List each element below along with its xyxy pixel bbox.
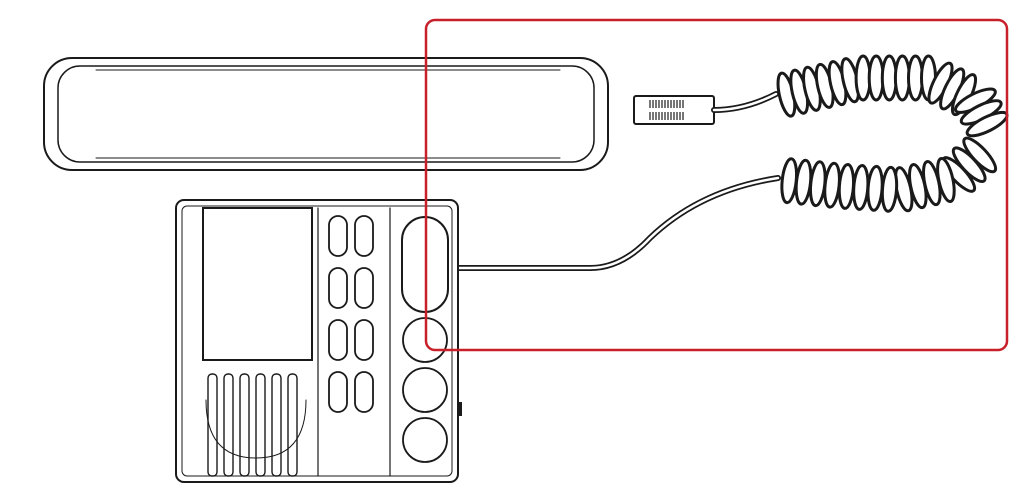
handset-bottom-slot: [288, 174, 374, 184]
round-button: [402, 367, 448, 413]
speaker-slot: [271, 373, 282, 477]
coil-loop: [852, 163, 870, 211]
keypad-key: [328, 371, 348, 413]
coil-loop: [880, 165, 899, 213]
display-screen: [202, 207, 313, 361]
handset-body-inner: [57, 65, 595, 163]
keypad: [328, 215, 374, 413]
handset-body: [43, 57, 609, 171]
keypad-key: [354, 267, 374, 309]
speaker-slot: [239, 373, 250, 477]
handset-top-slot: [288, 40, 374, 50]
coil-loop: [780, 157, 799, 205]
keypad-key: [354, 371, 374, 413]
highlight-box: [424, 18, 1009, 352]
straight-cord: [455, 175, 781, 271]
keypad-key: [328, 267, 348, 309]
keypad-key: [328, 215, 348, 257]
round-buttons: [402, 317, 448, 463]
keypad-key: [328, 319, 348, 361]
base-unit: [175, 199, 462, 483]
keypad-key: [354, 319, 374, 361]
handset: [43, 34, 715, 190]
speaker-outline: [205, 399, 307, 459]
plug-wire: [711, 91, 779, 113]
side-nub: [458, 402, 462, 416]
coiled-cord: [776, 54, 1009, 213]
keypad-key: [354, 215, 374, 257]
speaker-slot: [207, 373, 218, 477]
speaker-slot: [223, 373, 234, 477]
speaker-slot: [255, 373, 266, 477]
handset-top-grip: [150, 34, 492, 58]
round-button: [402, 417, 448, 463]
speaker-slot: [287, 373, 298, 477]
handset-bottom-grip: [150, 168, 492, 190]
plug-ribs: [649, 100, 684, 120]
